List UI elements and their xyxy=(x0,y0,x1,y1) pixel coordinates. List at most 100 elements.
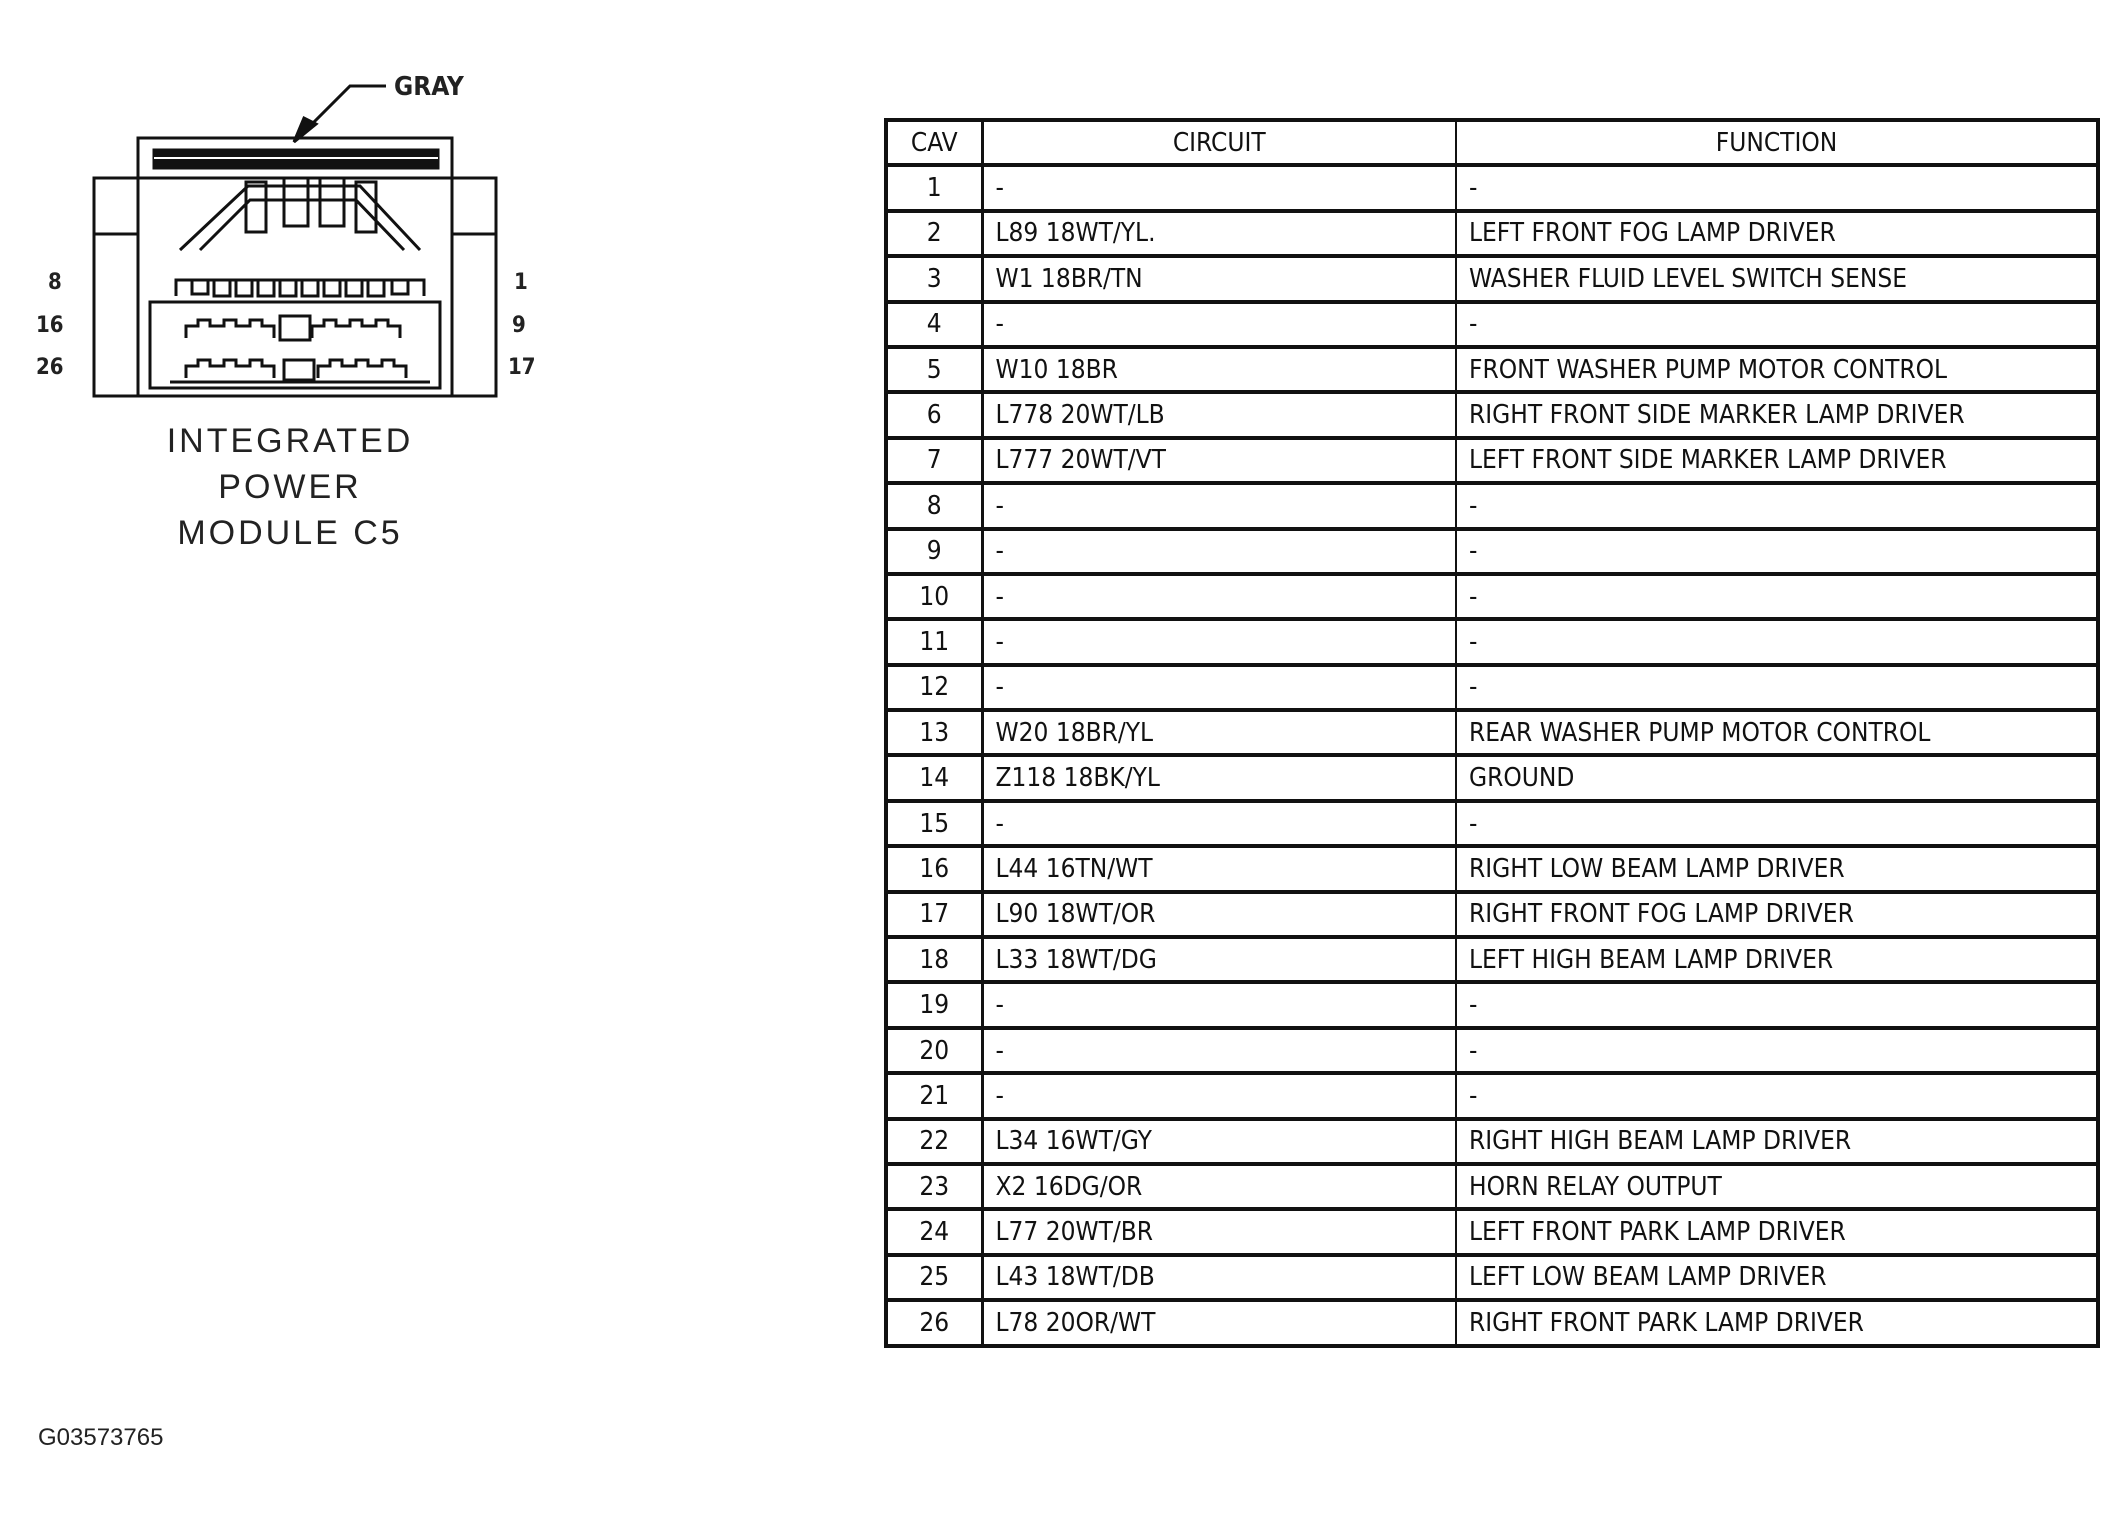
cell-circuit: - xyxy=(981,164,1457,213)
cell-circuit: L33 18WT/DG xyxy=(981,936,1457,985)
cell-function: RIGHT FRONT FOG LAMP DRIVER xyxy=(1455,890,2099,940)
cavity-row-3 xyxy=(184,358,408,378)
header-cav: CAV xyxy=(885,118,984,168)
module-title-line-3: MODULE C5 xyxy=(177,514,403,552)
table-row: 8-- xyxy=(885,482,2099,531)
cell-circuit: L43 18WT/DB xyxy=(981,1253,1457,1303)
cell-cav: 18 xyxy=(885,936,984,985)
cell-cav: 1 xyxy=(885,164,984,213)
cell-cav: 11 xyxy=(885,618,984,667)
cell-function: - xyxy=(1455,799,2099,849)
pin-label-left-3: 26 xyxy=(36,355,64,380)
cell-function: WASHER FLUID LEVEL SWITCH SENSE xyxy=(1455,255,2099,304)
cell-cav: 23 xyxy=(885,1162,984,1212)
cell-cav: 9 xyxy=(885,527,984,576)
table-row: 15-- xyxy=(885,799,2099,849)
cell-function: HORN RELAY OUTPUT xyxy=(1455,1162,2099,1212)
table-row: 4-- xyxy=(885,300,2099,349)
pin-label-right-3: 17 xyxy=(508,355,536,380)
cell-circuit: W20 18BR/YL xyxy=(981,709,1457,758)
cell-circuit: - xyxy=(981,482,1457,531)
cell-cav: 16 xyxy=(885,845,984,894)
cell-function: LEFT LOW BEAM LAMP DRIVER xyxy=(1455,1253,2099,1303)
cell-function: - xyxy=(1455,981,2099,1030)
cell-function: RIGHT LOW BEAM LAMP DRIVER xyxy=(1455,845,2099,894)
cell-circuit: - xyxy=(981,663,1457,713)
cell-function: - xyxy=(1455,1072,2099,1121)
cell-circuit: Z118 18BK/YL xyxy=(981,754,1457,803)
cell-function: GROUND xyxy=(1455,754,2099,803)
connector-color-label: GRAY xyxy=(394,72,464,102)
cell-function: RIGHT FRONT PARK LAMP DRIVER xyxy=(1455,1299,2099,1348)
cell-function: - xyxy=(1455,300,2099,349)
module-title-line-1: INTEGRATED xyxy=(166,422,414,460)
cell-circuit: L34 16WT/GY xyxy=(981,1117,1457,1167)
cell-circuit: L778 20WT/LB xyxy=(981,391,1457,440)
cell-cav: 14 xyxy=(885,754,984,803)
cavity-row-1 xyxy=(174,278,426,296)
cell-function: - xyxy=(1455,572,2099,622)
cell-cav: 26 xyxy=(885,1299,984,1348)
gray-arrowhead xyxy=(292,115,319,144)
cell-function: - xyxy=(1455,1026,2099,1076)
cell-function: FRONT WASHER PUMP MOTOR CONTROL xyxy=(1455,345,2099,395)
cell-function: RIGHT HIGH BEAM LAMP DRIVER xyxy=(1455,1117,2099,1167)
cell-circuit: L44 16TN/WT xyxy=(981,845,1457,894)
cell-function: - xyxy=(1455,527,2099,576)
cell-circuit: - xyxy=(981,1072,1457,1121)
cell-circuit: - xyxy=(981,1026,1457,1076)
connector-diagram xyxy=(92,84,498,398)
cell-function: - xyxy=(1455,164,2099,213)
cell-function: - xyxy=(1455,663,2099,713)
cell-cav: 12 xyxy=(885,663,984,713)
module-title-line-2: POWER xyxy=(218,468,362,506)
pin-label-right-1: 1 xyxy=(514,270,528,295)
cell-circuit: L89 18WT/YL. xyxy=(981,209,1457,259)
table-row: 19-- xyxy=(885,981,2099,1030)
figure-id: G03573765 xyxy=(38,1424,164,1451)
cell-cav: 7 xyxy=(885,436,984,486)
table-row: 11-- xyxy=(885,618,2099,667)
header-circuit: CIRCUIT xyxy=(981,118,1457,168)
cell-function: REAR WASHER PUMP MOTOR CONTROL xyxy=(1455,709,2099,758)
cell-circuit: L90 18WT/OR xyxy=(981,890,1457,940)
cell-circuit: L77 20WT/BR xyxy=(981,1208,1457,1257)
gray-arrow-line xyxy=(304,84,386,132)
module-title: INTEGRATED POWER MODULE C5 xyxy=(140,418,440,556)
connector-latch xyxy=(178,184,422,252)
cell-cav: 25 xyxy=(885,1253,984,1303)
cell-circuit: W1 18BR/TN xyxy=(981,255,1457,304)
cell-circuit: - xyxy=(981,527,1457,576)
cell-circuit: - xyxy=(981,618,1457,667)
pin-label-left-2: 16 xyxy=(36,313,64,338)
cell-cav: 17 xyxy=(885,890,984,940)
cell-function: LEFT HIGH BEAM LAMP DRIVER xyxy=(1455,936,2099,985)
cell-cav: 20 xyxy=(885,1026,984,1076)
header-function: FUNCTION xyxy=(1455,118,2099,168)
table-row: 1-- xyxy=(885,164,2099,213)
table-header-row: CAV CIRCUIT FUNCTION xyxy=(885,118,2099,168)
cell-circuit: W10 18BR xyxy=(981,345,1457,395)
cavity-row-2 xyxy=(184,318,402,338)
pin-label-right-2: 9 xyxy=(512,313,526,338)
table-row: 21-- xyxy=(885,1072,2099,1121)
cell-cav: 6 xyxy=(885,391,984,440)
cell-function: - xyxy=(1455,482,2099,531)
table-row: 20-- xyxy=(885,1026,2099,1076)
cell-circuit: X2 16DG/OR xyxy=(981,1162,1457,1212)
pin-label-left-1: 8 xyxy=(48,270,62,295)
table-row: 9-- xyxy=(885,527,2099,576)
cell-cav: 13 xyxy=(885,709,984,758)
